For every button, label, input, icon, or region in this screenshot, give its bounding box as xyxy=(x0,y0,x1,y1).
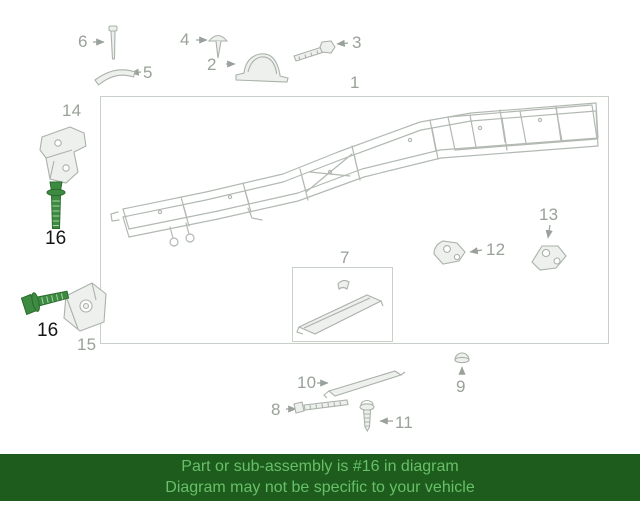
callout-3-label: 3 xyxy=(352,33,362,52)
part-5-bracket-icon xyxy=(94,69,136,86)
callout-2-label: 2 xyxy=(207,55,217,74)
diagram-border-box xyxy=(100,96,609,344)
callout-5-label: 5 xyxy=(143,63,153,82)
frame-illustration-icon xyxy=(110,102,599,247)
callout-7-label: 7 xyxy=(340,248,350,267)
part-9-nut-icon xyxy=(454,352,470,364)
part-2-bracket-icon xyxy=(235,53,289,83)
part-3-bolt-icon xyxy=(293,40,336,62)
leader-arrows xyxy=(93,36,553,425)
callout-13-label: 13 xyxy=(539,205,559,224)
part-4-push-screw-icon xyxy=(207,34,229,59)
callout-1-label: 1 xyxy=(350,73,360,92)
part-15-bracket-icon xyxy=(63,282,107,332)
part-14-bracket-icon xyxy=(39,126,87,184)
part-6-pin-icon xyxy=(108,25,118,60)
callout-16-upper-label: 16 xyxy=(45,228,67,249)
part-16-bolt-upper-icon xyxy=(46,181,66,229)
callout-16-lower-label: 16 xyxy=(37,320,59,341)
part-12-bracket-icon xyxy=(433,240,466,265)
banner-line-1: Part or sub-assembly is #16 in diagram xyxy=(181,458,459,476)
highlight-banner: Part or sub-assembly is #16 in diagram D… xyxy=(0,454,640,501)
part-13-bracket-icon xyxy=(531,245,567,271)
sub-assembly-box xyxy=(292,267,393,342)
part-16-bolt-lower-icon xyxy=(20,290,70,316)
part-11-screw-icon xyxy=(359,399,375,433)
callout-6-label: 6 xyxy=(78,32,88,51)
banner-line-2: Diagram may not be specific to your vehi… xyxy=(165,478,475,496)
callout-14-label: 14 xyxy=(62,101,82,120)
callout-8-label: 8 xyxy=(271,400,281,419)
part-10-support-rod-icon xyxy=(323,370,406,399)
callout-9-label: 9 xyxy=(456,377,466,396)
callout-4-label: 4 xyxy=(180,30,190,49)
part-7-crossmember-icon xyxy=(296,279,384,335)
callout-11-label: 11 xyxy=(395,413,414,432)
callout-10-label: 10 xyxy=(297,373,317,392)
callout-15-label: 15 xyxy=(77,335,97,354)
callout-12-label: 12 xyxy=(486,240,506,259)
part-8-bolt-icon xyxy=(293,399,349,414)
